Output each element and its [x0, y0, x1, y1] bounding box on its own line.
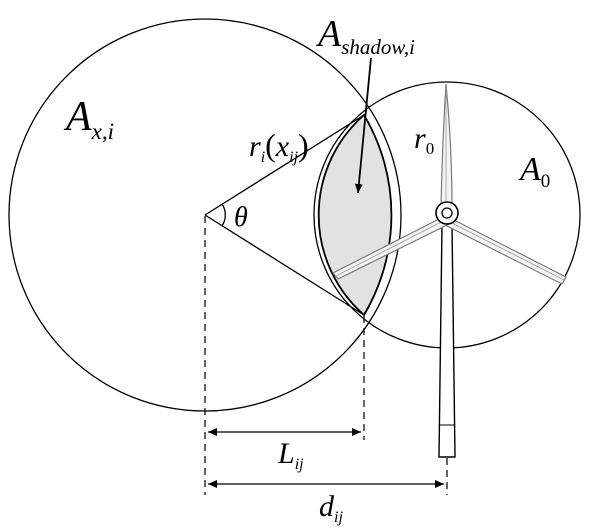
rotor-radius-label: r0 [414, 122, 434, 158]
angle-label: θ [234, 202, 248, 233]
shadow-area-label: Ashadow,i [315, 13, 415, 59]
wake-area-label: Ax,i [63, 94, 114, 144]
shadow-pointer-arrow [354, 57, 372, 194]
rotor-area-label: A0 [518, 151, 550, 192]
wake-radius-line-upper [204, 114, 365, 216]
turbine-distance-label: dij [319, 490, 343, 526]
wake-radius-label: ri(xij) [249, 127, 309, 166]
overlap-distance-label: Lij [277, 437, 304, 473]
wake-radius-line-lower [204, 214, 365, 316]
angle-arc [221, 203, 226, 227]
shadow-overlap-region [317, 113, 393, 317]
wind-turbine-icon [332, 83, 567, 458]
